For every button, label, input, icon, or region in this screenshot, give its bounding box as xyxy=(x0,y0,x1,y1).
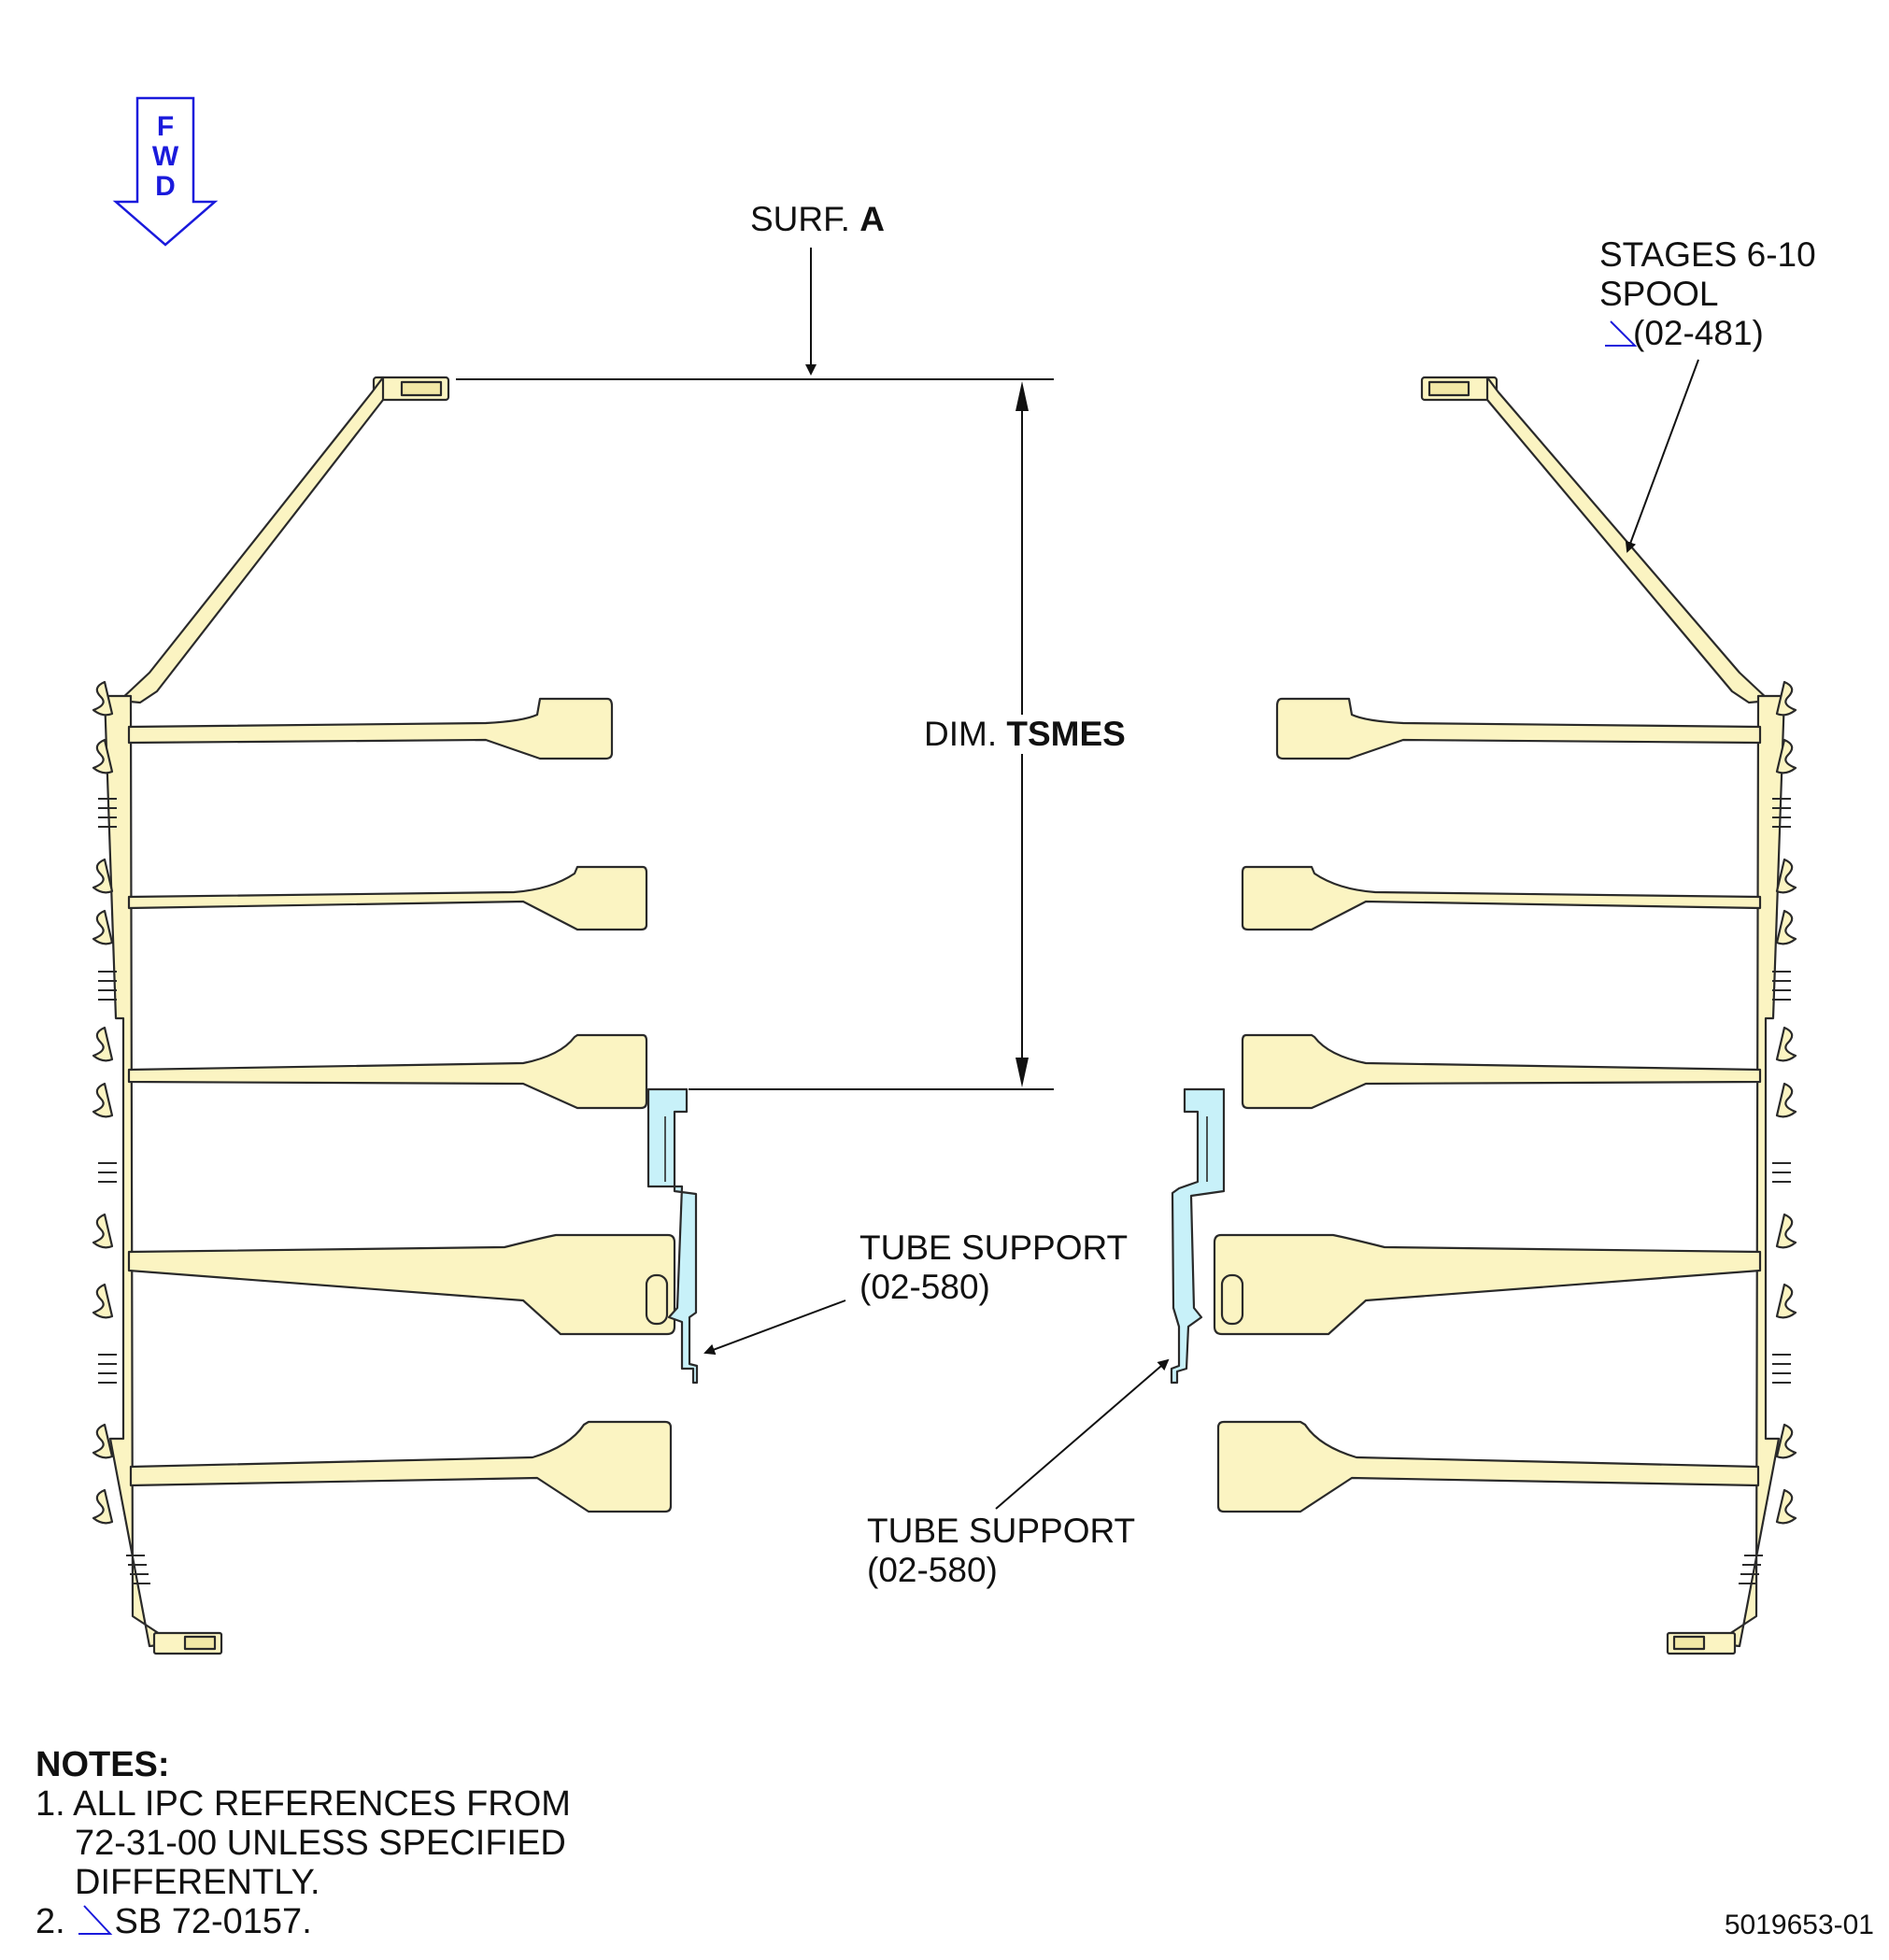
seal-fins-left xyxy=(98,798,150,1584)
dim-name: TSMES xyxy=(1006,715,1126,753)
spool-line2: SPOOL xyxy=(1599,275,1719,313)
tube-support-right-ref: (02-580) xyxy=(867,1551,998,1589)
fwd-letter: F xyxy=(156,111,175,142)
note-1-line2: 72-31-00 UNLESS SPECIFIED xyxy=(75,1824,566,1863)
figure-id: 5019653-01 xyxy=(1724,1910,1874,1940)
spool-right xyxy=(1213,376,1797,1655)
spool-ref: (02-481) xyxy=(1633,314,1764,352)
dim-tsmes-label: DIM. TSMES xyxy=(920,715,1129,754)
note-1-line3: DIFFERENTLY. xyxy=(75,1863,320,1902)
tube-support-left-label: TUBE SUPPORT (02-580) xyxy=(859,1229,1128,1307)
dim-prefix: DIM. xyxy=(924,715,998,753)
fwd-label: F W D xyxy=(147,112,184,202)
surf-a-label: SURF. A xyxy=(750,200,885,239)
surf-letter: A xyxy=(859,200,885,238)
sb-triangle-icon xyxy=(1605,320,1638,347)
tube-support-right-name: TUBE SUPPORT xyxy=(867,1512,1136,1550)
tube-support-left xyxy=(646,1087,699,1385)
seal-fins-right xyxy=(1739,798,1791,1584)
note-2-text: SB 72-0157. xyxy=(114,1902,312,1941)
tube-support-left-ref: (02-580) xyxy=(859,1268,990,1306)
notes-block: NOTES: 1. ALL IPC REFERENCES FROM 72-31-… xyxy=(36,1745,571,1941)
surf-prefix: SURF. xyxy=(750,200,850,238)
dim-arrow-top-icon xyxy=(1016,381,1029,411)
notes-heading: NOTES: xyxy=(36,1745,170,1784)
note-1-line1: 1. ALL IPC REFERENCES FROM xyxy=(36,1784,571,1824)
spool-left xyxy=(92,376,676,1655)
tube-support-right xyxy=(1170,1087,1226,1385)
fwd-letter: D xyxy=(155,171,176,202)
tube-support-right-label: TUBE SUPPORT (02-580) xyxy=(867,1512,1135,1590)
spool-line1: STAGES 6-10 xyxy=(1599,235,1816,274)
dim-arrow-bottom-icon xyxy=(1016,1058,1029,1087)
fwd-arrow-icon xyxy=(112,96,219,247)
note-2: 2. SB 72-0157. xyxy=(36,1902,312,1941)
fwd-letter: W xyxy=(151,141,179,172)
spool-label: STAGES 6-10 SPOOL (02-481) xyxy=(1599,235,1816,353)
sb-triangle-note-icon xyxy=(78,1905,113,1935)
tube-support-left-name: TUBE SUPPORT xyxy=(859,1229,1129,1267)
